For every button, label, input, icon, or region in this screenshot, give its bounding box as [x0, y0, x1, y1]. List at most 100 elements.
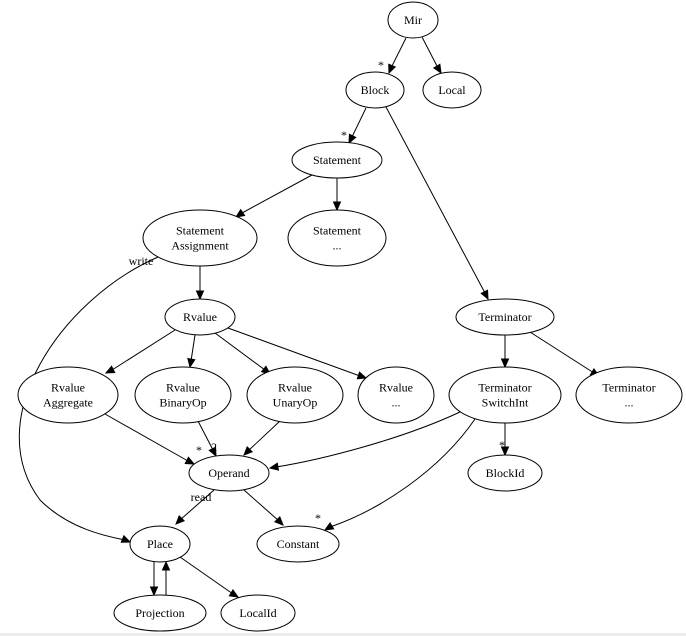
edge-place-to-localid: [179, 556, 240, 598]
edge-stmt-assign-to-rvalue: [195, 266, 205, 301]
edge-rv-binop-to-operand: 2: [197, 420, 217, 458]
arrowhead: [432, 63, 442, 75]
edge-line: [241, 174, 313, 214]
node-label: ...: [392, 396, 401, 410]
edge-label: *: [378, 58, 384, 72]
node-label: Rvalue: [166, 381, 200, 395]
node-operand: Operand: [188, 454, 270, 492]
node-localid: LocalId: [220, 594, 296, 632]
edge-terminator-to-term-switch: [500, 335, 510, 369]
arrowhead: [243, 445, 254, 456]
edge-line: [111, 329, 176, 371]
edge-label: *: [196, 443, 202, 457]
edge-operand-to-place: read: [175, 489, 215, 525]
edge-term-switch-to-constant: *: [315, 418, 476, 531]
edge-line: [18, 256, 159, 541]
node-shape: [164, 298, 236, 336]
edge-line: [329, 418, 476, 528]
arrowhead: [268, 462, 280, 471]
edge-line: [385, 106, 486, 294]
node-shape: [291, 141, 383, 179]
node-label: BlockId: [486, 466, 525, 480]
edge-label: 2: [211, 440, 217, 454]
node-terminator: Terminator: [455, 298, 555, 336]
arrowhead: [208, 446, 217, 458]
arrowhead: [120, 534, 132, 543]
node-shape: [575, 366, 683, 424]
edge-block-to-statement: *: [341, 107, 367, 145]
arrowhead: [480, 289, 489, 301]
node-mir: Mir: [387, 1, 439, 39]
edge-block-to-terminator: [385, 106, 489, 301]
edge-label: read: [191, 490, 212, 504]
edge-mir-to-block: *: [378, 37, 407, 75]
node-label: Statement: [313, 153, 362, 167]
arrowhead: [175, 514, 186, 525]
node-label: Rvalue: [183, 310, 217, 324]
node-shape: [357, 366, 435, 424]
arrowhead: [500, 446, 510, 457]
edge-label: *: [315, 511, 321, 525]
edge-line: [529, 331, 595, 374]
node-statement: Statement: [291, 141, 383, 179]
edge-line: [421, 36, 439, 69]
node-label: Terminator: [602, 381, 655, 395]
node-label: Rvalue: [51, 381, 85, 395]
edge-line: [179, 556, 234, 595]
edge-term-switch-to-blockid: *: [499, 423, 510, 457]
edge-line: [247, 420, 281, 452]
arrowhead: [161, 560, 171, 571]
node-rv-more: Rvalue...: [357, 366, 435, 424]
node-blockid: BlockId: [467, 454, 543, 492]
edge-terminator-to-term-more: [529, 331, 601, 377]
edge-statement-to-stmt-more: [332, 178, 342, 212]
edge-rvalue-to-rv-more: [227, 327, 368, 380]
edge-place-to-projection: [149, 562, 159, 597]
edge-label: write: [129, 254, 154, 268]
edge-line: [243, 489, 280, 522]
node-shape: [422, 71, 482, 109]
node-label: Terminator: [478, 310, 531, 324]
node-label: SwitchInt: [482, 396, 529, 410]
node-label: Statement: [176, 224, 225, 238]
node-shape: [448, 366, 562, 424]
arrowhead: [234, 208, 246, 218]
node-label: ...: [333, 239, 342, 253]
node-shape: [287, 209, 387, 267]
node-rvalue: Rvalue: [164, 298, 236, 336]
arrowhead: [228, 588, 240, 598]
node-place: Place: [129, 525, 191, 563]
edge-line: [179, 489, 215, 521]
edge-mir-to-local: [421, 36, 442, 75]
edge-stmt-assign-to-place: write: [18, 254, 159, 543]
node-constant: Constant: [256, 525, 340, 563]
nodes-layer: MirLocalBlockStatementStatementAssignmen…: [17, 1, 683, 632]
node-shape: [467, 454, 543, 492]
node-shape: [113, 594, 207, 632]
edge-operand-to-constant: [243, 489, 284, 526]
node-shape: [387, 1, 439, 39]
node-label: Mir: [404, 13, 422, 27]
arrowhead: [195, 290, 205, 301]
node-shape: [345, 71, 405, 109]
node-shape: [142, 209, 258, 267]
node-label: Aggregate: [43, 396, 93, 410]
arrowhead: [184, 456, 196, 465]
node-label: BinaryOp: [159, 396, 206, 410]
arrowhead: [356, 371, 368, 380]
node-shape: [220, 594, 296, 632]
node-shape: [246, 366, 344, 424]
node-label: Constant: [277, 537, 320, 551]
node-stmt-more: Statement...: [287, 209, 387, 267]
arrowhead: [187, 357, 196, 369]
node-label: Place: [147, 537, 173, 551]
node-label: Terminator: [478, 381, 531, 395]
node-label: Assignment: [171, 239, 229, 253]
node-label: Operand: [208, 466, 249, 480]
arrowhead: [323, 521, 335, 531]
arrowhead: [332, 201, 342, 212]
